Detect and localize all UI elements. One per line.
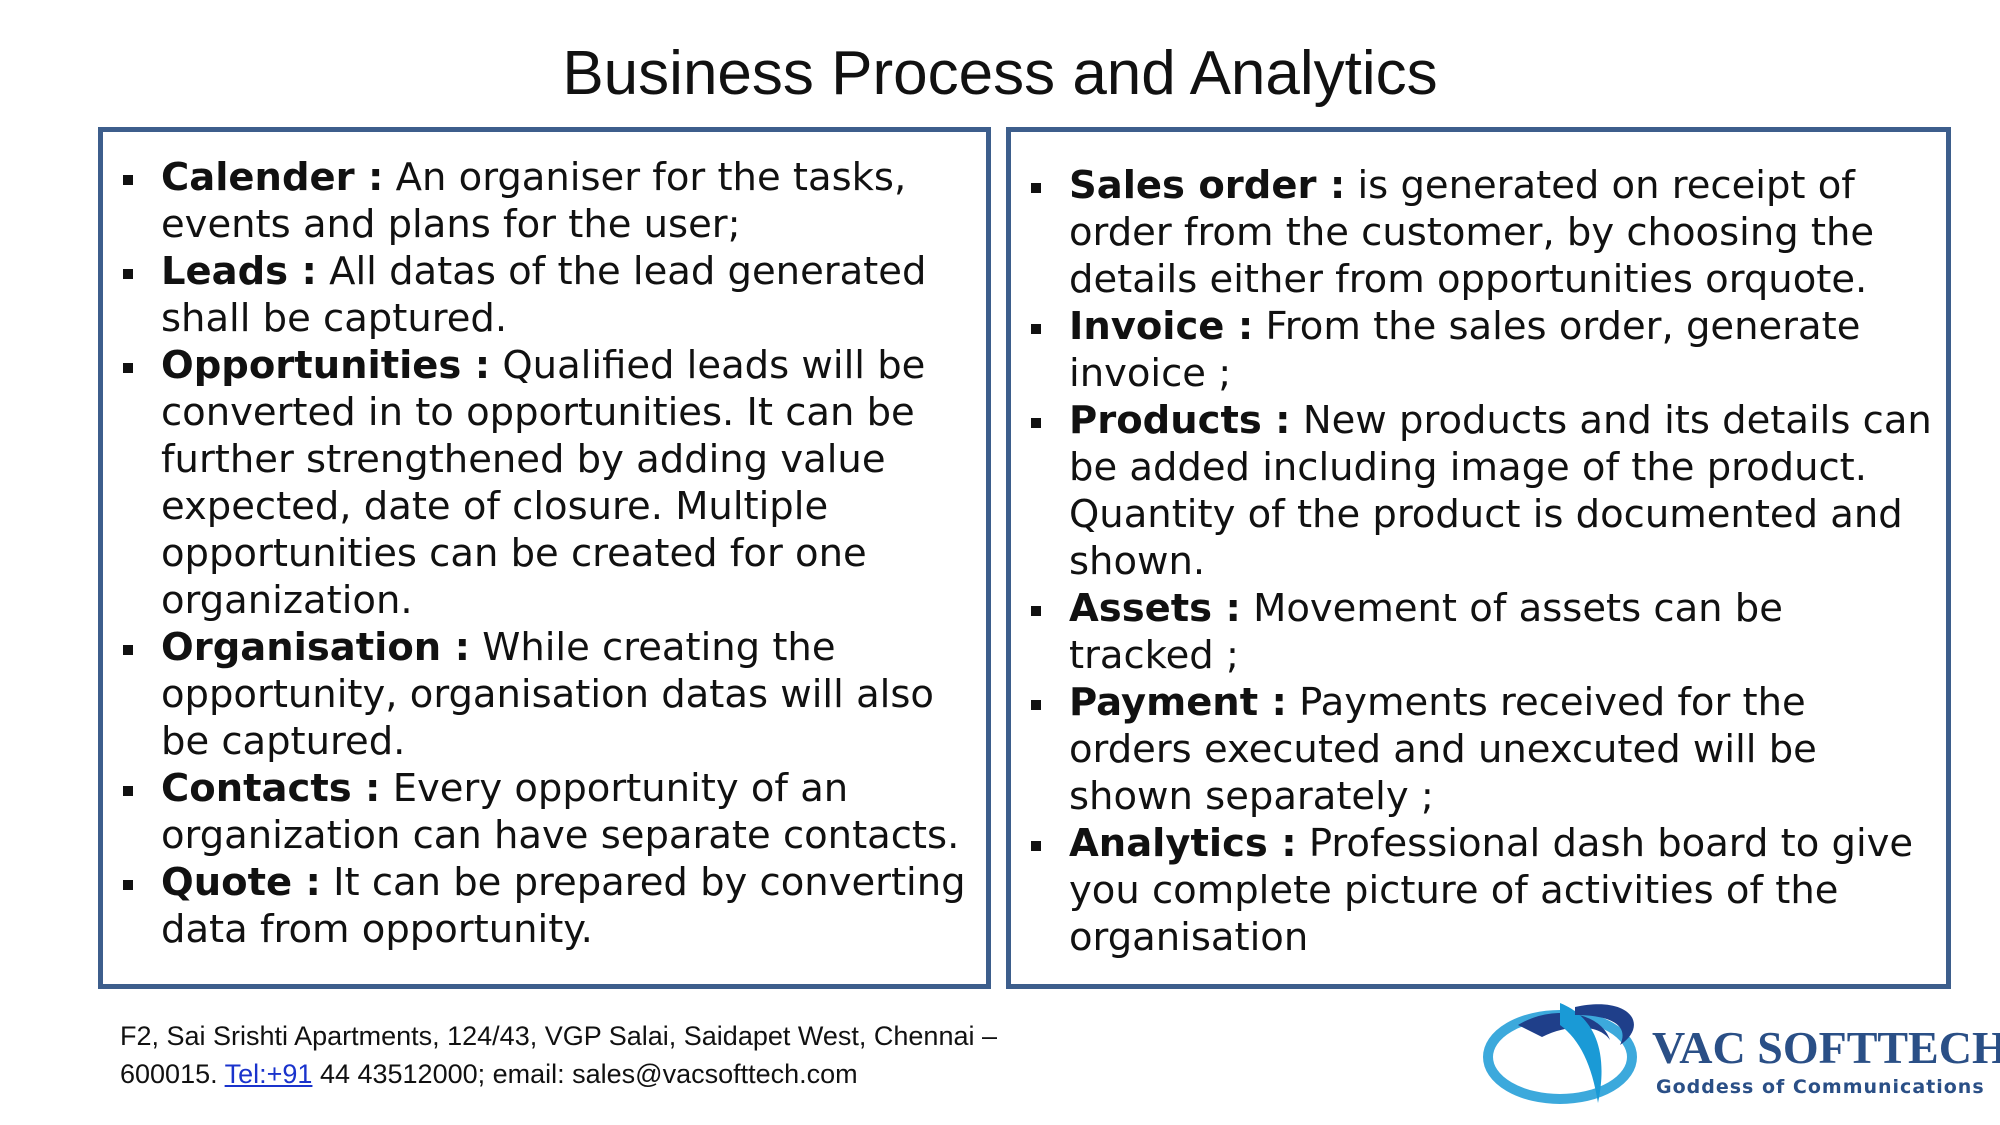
feature-term: Invoice : (1069, 304, 1254, 349)
right-feature-list: Sales order : is generated on receipt of… (1011, 132, 1946, 961)
logo-tagline: Goddess of Communications (1656, 1076, 1985, 1098)
tel-link[interactable]: Tel:+91 (224, 1059, 313, 1089)
bullet-icon (1031, 606, 1041, 616)
feature-item: Opportunities : Qualified leads will be … (103, 342, 972, 624)
feature-term: Sales order : (1069, 163, 1346, 208)
feature-item: Calender : An organiser for the tasks, e… (103, 154, 972, 248)
feature-item: Products : New products and its details … (1011, 397, 1932, 585)
feature-term: Payment : (1069, 680, 1287, 725)
feature-term: Products : (1069, 398, 1291, 443)
logo-name: VAC SOFTTECH (1652, 1022, 2000, 1073)
feature-description: is generated on receipt of order from th… (1069, 163, 1875, 302)
bullet-icon (123, 175, 133, 185)
feature-description: Qualified leads will be converted in to … (161, 343, 926, 623)
feature-item: Organisation : While creating the opport… (103, 624, 972, 765)
bullet-icon (123, 363, 133, 373)
bullet-icon (123, 645, 133, 655)
address-contact: 44 43512000; email: sales@vacsofttech.co… (312, 1059, 858, 1089)
bullet-icon (1031, 700, 1041, 710)
bullet-icon (1031, 183, 1041, 193)
address-line-2: 600015. Tel:+91 44 43512000; email: sale… (120, 1055, 1040, 1093)
address-postcode: 600015. (120, 1059, 225, 1089)
feature-description: While creating the opportunity, organisa… (161, 625, 934, 764)
feature-description: Every opportunity of an organization can… (161, 766, 960, 858)
address-line-1: F2, Sai Srishti Apartments, 124/43, VGP … (120, 1021, 997, 1051)
feature-description: Professional dash board to give you comp… (1069, 821, 1914, 960)
feature-term: Analytics : (1069, 821, 1297, 866)
feature-description: New products and its details can be adde… (1069, 398, 1932, 584)
left-feature-panel: Calender : An organiser for the tasks, e… (98, 127, 991, 989)
feature-item: Assets : Movement of assets can be track… (1011, 585, 1932, 679)
feature-term: Opportunities : (161, 343, 491, 388)
feature-item: Analytics : Professional dash board to g… (1011, 820, 1932, 961)
company-logo: VAC SOFTTECH Goddess of Communications (1483, 1003, 2000, 1104)
feature-item: Payment : Payments received for the orde… (1011, 679, 1932, 820)
feature-description: All datas of the lead generated shall be… (161, 249, 927, 341)
feature-term: Contacts : (161, 766, 381, 811)
feature-description: Movement of assets can be tracked ; (1069, 586, 1783, 678)
feature-description: It can be prepared by converting data fr… (161, 860, 966, 952)
bullet-icon (1031, 841, 1041, 851)
left-feature-list: Calender : An organiser for the tasks, e… (103, 132, 986, 953)
footer-address: F2, Sai Srishti Apartments, 124/43, VGP … (120, 1017, 1040, 1093)
bullet-icon (123, 880, 133, 890)
bullet-icon (1031, 418, 1041, 428)
feature-term: Calender : (161, 155, 384, 200)
feature-item: Sales order : is generated on receipt of… (1011, 162, 1932, 303)
bullet-icon (123, 786, 133, 796)
right-feature-panel: Sales order : is generated on receipt of… (1006, 127, 1951, 989)
logo-swoosh-icon (1483, 1003, 1637, 1104)
feature-term: Organisation : (161, 625, 471, 670)
feature-description: From the sales order, generate invoice ; (1069, 304, 1861, 396)
feature-description: An organiser for the tasks, events and p… (161, 155, 907, 247)
feature-item: Invoice : From the sales order, generate… (1011, 303, 1932, 397)
feature-item: Contacts : Every opportunity of an organ… (103, 765, 972, 859)
page-title: Business Process and Analytics (562, 39, 1438, 108)
feature-term: Assets : (1069, 586, 1241, 631)
bullet-icon (123, 269, 133, 279)
feature-description: Payments received for the orders execute… (1069, 680, 1817, 819)
bullet-icon (1031, 324, 1041, 334)
feature-term: Quote : (161, 860, 321, 905)
feature-item: Quote : It can be prepared by converting… (103, 859, 972, 953)
feature-item: Leads : All datas of the lead generated … (103, 248, 972, 342)
feature-term: Leads : (161, 249, 317, 294)
